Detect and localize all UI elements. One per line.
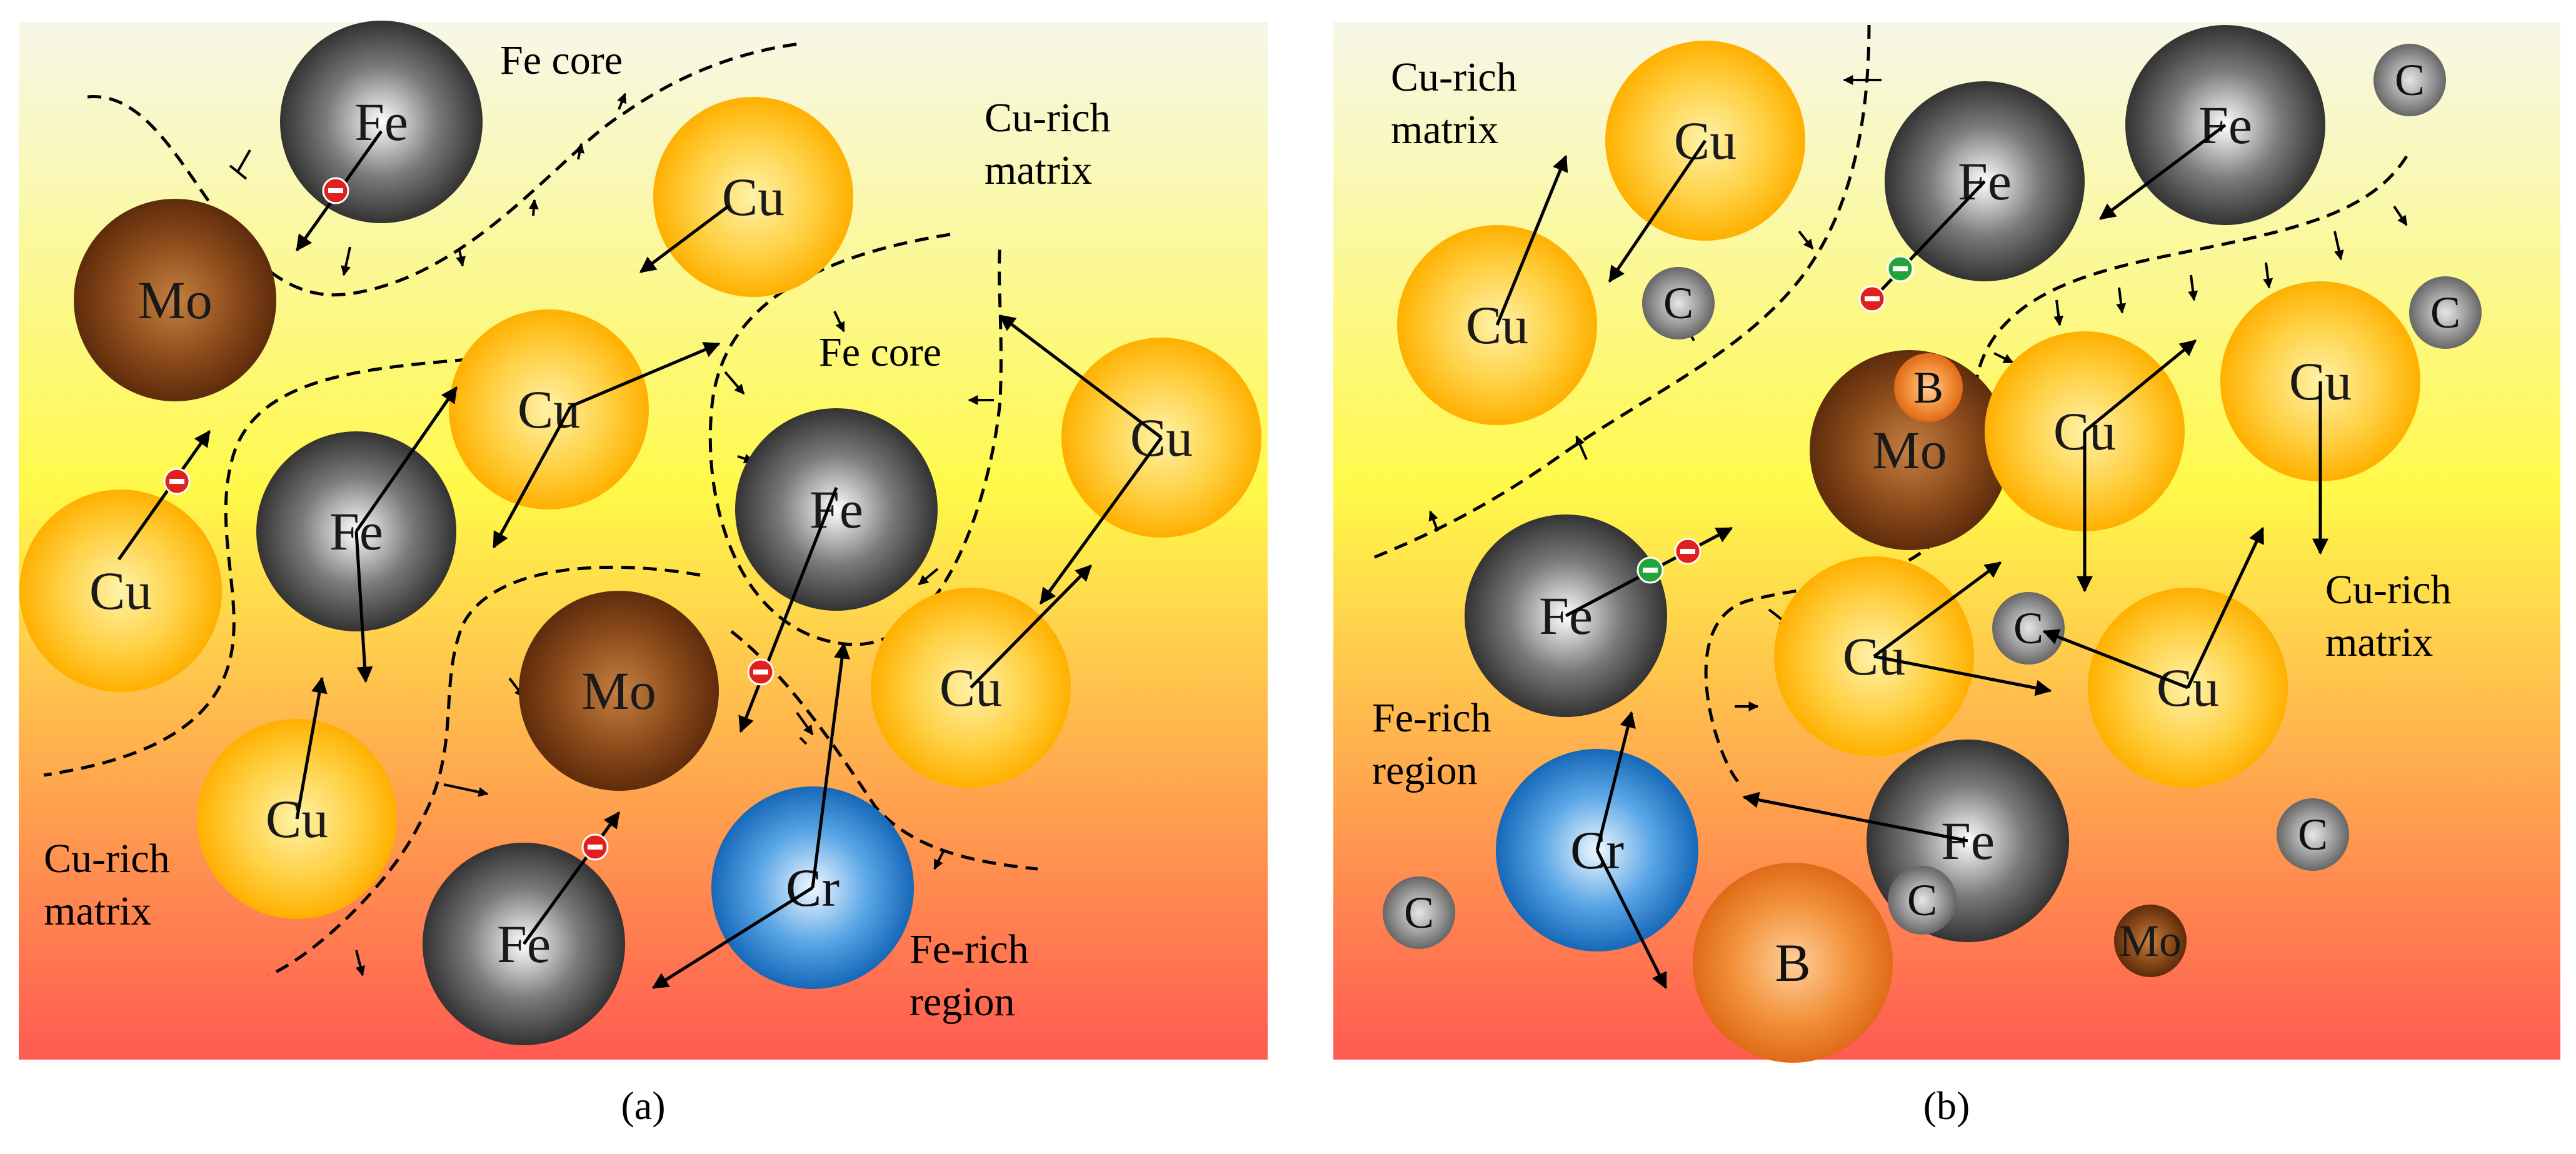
arrow-b-fe2 [1865, 180, 1986, 308]
arrow-b-cr2 [1595, 849, 1668, 990]
arrow-a-fe3 [738, 487, 838, 733]
a-particle-label-9: Mo [581, 661, 656, 721]
boundary-a5 [730, 630, 1038, 871]
b-particle-label-18: C [2298, 810, 2328, 860]
arrow-b-fe4 [1742, 791, 1968, 843]
panel-a-boundary-arrows [229, 93, 994, 976]
b-particle-c-22 [1888, 866, 1957, 935]
panel-a-caption: (a) [621, 1083, 665, 1128]
arrow-a-fe4 [522, 811, 621, 945]
arrow-a-cu4 [295, 676, 328, 820]
boundary-a2 [43, 358, 469, 777]
b-particle-b-21 [1693, 863, 1893, 1063]
arrow-a-cu1 [639, 205, 729, 273]
b-particle-label-14: C [2430, 288, 2460, 338]
arrow-a-cr1 [811, 642, 850, 888]
stop-sign-icon [1674, 538, 1701, 565]
panel-a-stop-signs [163, 177, 774, 861]
b-particle-c-6 [1642, 267, 1715, 339]
panel-b-diffusion-arrows [1495, 124, 2328, 990]
b-particle-c-19 [1383, 876, 1455, 949]
boundary-b1 [1368, 24, 1871, 561]
b-particle-label-8: B [1913, 363, 1943, 413]
a-particle-label-5: Cu [89, 561, 152, 621]
stop-sign-icon [163, 468, 191, 495]
arrow-b-cu6 [2042, 629, 2188, 690]
b-particle-b-8 [1894, 353, 1963, 422]
stop-sign-icon [581, 833, 609, 861]
panel-b-stop-signs [1636, 255, 1914, 584]
stop-sign-icon [322, 177, 349, 204]
a-particle-cu-5 [19, 489, 222, 692]
boundary-a4 [708, 233, 1003, 646]
a-particle-mo-2 [74, 199, 276, 401]
b-particle-label-19: C [1404, 888, 1434, 938]
arrow-b-cu1 [1495, 154, 1568, 326]
arrow-a-cr2 [651, 886, 814, 990]
a-particle-label-2: Mo [138, 270, 212, 330]
arrow-a-cu6 [970, 564, 1092, 689]
arrow-a-cu2b [492, 405, 573, 549]
stop-sign-icon [747, 658, 774, 686]
arrow-b-cr1 [1595, 711, 1636, 851]
panel-b-boundaries [1368, 24, 2408, 783]
arrow-b-cu5 [1873, 561, 2002, 658]
a-particle-mo-9 [519, 591, 719, 791]
a-particle-cu-3 [653, 97, 853, 297]
b-particle-c-14 [2409, 276, 2482, 349]
b-particle-label-21: B [1775, 933, 1810, 993]
arrow-b-fe1 [2098, 124, 2227, 220]
arrow-b-cu2 [1608, 139, 1707, 283]
b-particle-label-20: Mo [2119, 916, 2182, 966]
panel-a-diffusion-arrows [117, 130, 1163, 990]
arrow-a-cu5 [998, 314, 1163, 439]
b-particle-label-9: C [2013, 603, 2043, 653]
b-particle-c-9 [1992, 592, 2065, 665]
b-particle-label-6: C [1663, 278, 1693, 328]
arrow-a-fe2 [117, 429, 211, 561]
a-particle-cu-4 [449, 309, 649, 509]
a-particle-label-4: Cu [518, 379, 580, 439]
stop-sign-icon [1858, 285, 1886, 313]
b-particle-label-7: Mo [1872, 420, 1947, 480]
a-particle-label-3: Cu [722, 167, 784, 227]
boundary-a1 [87, 42, 801, 297]
panel-a-boundaries [43, 42, 1038, 977]
boundary-a3 [268, 565, 701, 977]
a-particle-fe-6 [735, 408, 938, 611]
a-particle-label-1: Fe [354, 92, 408, 152]
arrow-a-cu3b [354, 531, 373, 683]
arrow-b-cu3 [2083, 339, 2197, 433]
a-region-label-1: Fe core [500, 38, 623, 83]
boundary-b2 [1704, 155, 2408, 783]
b-particle-mo-20 [2114, 905, 2187, 977]
arrow-b-cu5b [1873, 655, 2052, 696]
a-particle-fe-1 [280, 21, 483, 223]
panel-b-caption: (b) [1923, 1083, 1970, 1128]
pass-sign-icon [1887, 255, 1914, 283]
pass-sign-icon [1636, 556, 1664, 584]
a-region-label-3: Fe core [819, 329, 941, 375]
arrow-b-cu6b [2186, 526, 2265, 689]
b-particle-c-18 [2277, 798, 2349, 871]
b-particle-c-4 [2373, 44, 2446, 116]
b-particle-label-22: C [1907, 875, 1937, 925]
arrow-a-cu3 [354, 386, 458, 533]
arrow-a-cu2 [570, 342, 721, 408]
b-particle-label-4: C [2395, 55, 2425, 105]
arrow-a-cu5b [1039, 436, 1163, 605]
